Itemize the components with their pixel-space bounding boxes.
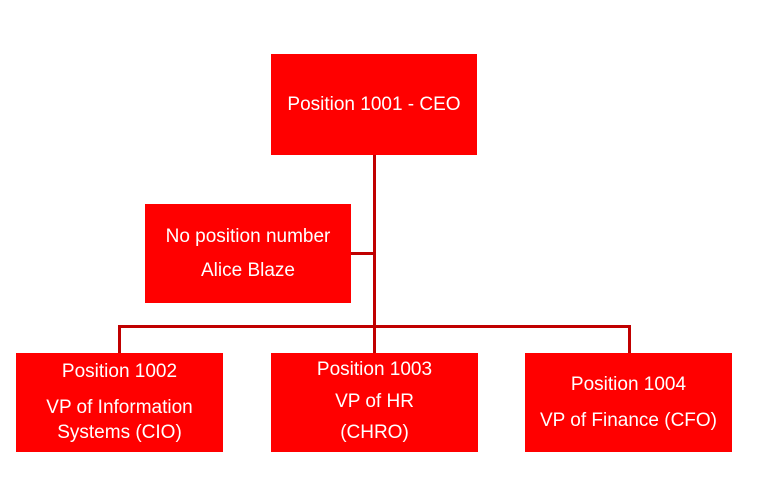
node-position-1004: Position 1004 VP of Finance (CFO) — [525, 353, 732, 452]
node-1004-position: Position 1004 — [570, 373, 687, 395]
node-ceo: Position 1001 - CEO — [271, 54, 477, 155]
node-1003-title-line1: VP of HR — [335, 390, 414, 412]
node-1004-title: VP of Finance (CFO) — [539, 409, 718, 431]
node-assistant-name: Alice Blaze — [201, 259, 295, 281]
node-assistant-position: No position number — [165, 225, 331, 247]
node-assistant: No position number Alice Blaze — [145, 204, 351, 303]
node-1002-position: Position 1002 — [61, 361, 178, 383]
node-1002-title-line2: Systems (CIO) — [57, 422, 182, 444]
connector-drop-1002 — [118, 325, 121, 353]
node-1003-position: Position 1003 — [316, 359, 433, 380]
node-position-1002: Position 1002 VP of Information Systems … — [16, 353, 223, 452]
node-1002-title-line1: VP of Information — [46, 396, 193, 418]
node-position-1003: Position 1003 VP of HR (CHRO) — [271, 353, 478, 452]
node-1003-title-line2: (CHRO) — [340, 422, 409, 444]
node-ceo-title: Position 1001 - CEO — [287, 93, 461, 115]
connector-horizontal-bar — [118, 325, 631, 328]
connector-assistant — [351, 252, 375, 255]
connector-drop-1004 — [628, 325, 631, 353]
